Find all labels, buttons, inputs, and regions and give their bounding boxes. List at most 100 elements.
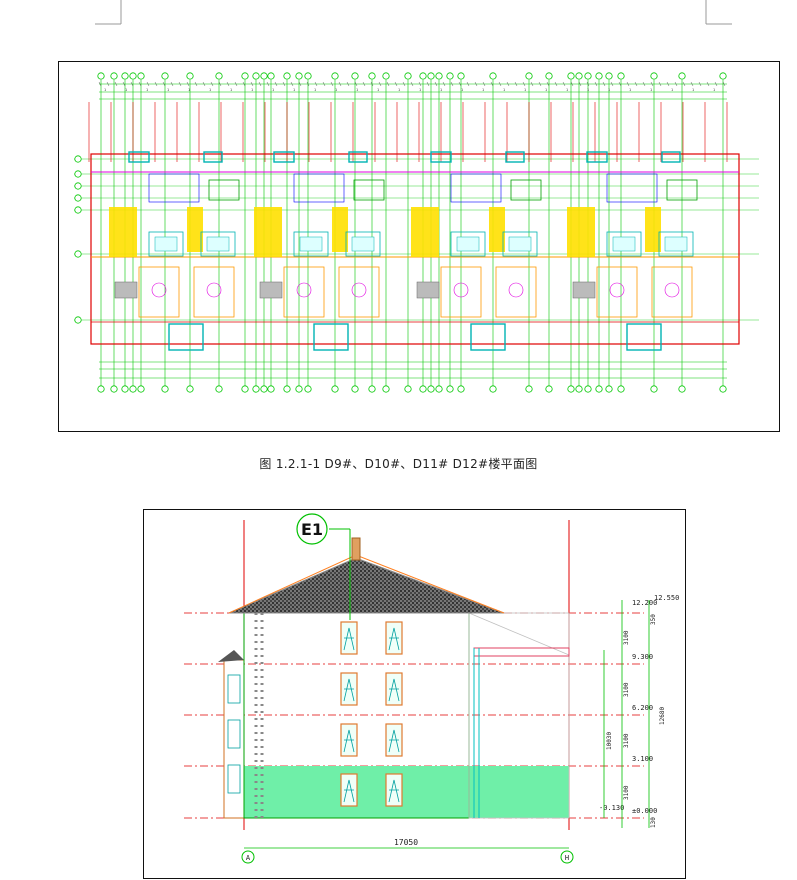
balcony — [313, 323, 349, 351]
axis-bubble — [605, 385, 613, 393]
axis-bubble — [595, 72, 603, 80]
axis-bubble — [382, 385, 390, 393]
dim-label: 130 — [650, 817, 657, 828]
axis-bubble — [215, 385, 223, 393]
axis-bubble — [545, 72, 553, 80]
axis-bubble — [161, 385, 169, 393]
dining-table — [606, 231, 642, 257]
dimension-label: 1 — [713, 88, 715, 92]
axis-bubble — [489, 72, 497, 80]
dimension-label: 1 — [608, 88, 610, 92]
dimension-label: 1 — [272, 88, 274, 92]
axis-bubble — [419, 385, 427, 393]
axis-bubble — [241, 72, 249, 80]
axis-bubble — [331, 72, 339, 80]
dimension-label: 1 — [650, 88, 652, 92]
axis-bubble — [267, 72, 275, 80]
dimension-label: 1 — [671, 88, 673, 92]
axis-bubble — [295, 385, 303, 393]
axis-bubble — [404, 72, 412, 80]
dimension-label: 1 — [629, 88, 631, 92]
dining-table — [658, 231, 694, 257]
window-group — [340, 621, 403, 807]
axis-bubble — [241, 385, 249, 393]
elevation-svg: E1 12.200 12.550 9.300 6.200 3.100 ±0.00… — [184, 513, 679, 864]
axis-bubble — [719, 72, 727, 80]
axis-bubble — [595, 385, 603, 393]
axis-bubble — [525, 385, 533, 393]
axis-bubble — [435, 385, 443, 393]
axis-bubble — [419, 72, 427, 80]
dimension-label: 1 — [146, 88, 148, 92]
dimension-label: 1 — [503, 88, 505, 92]
dimension-label: 1 — [482, 88, 484, 92]
balcony — [470, 323, 506, 351]
dimension-label: 1 — [293, 88, 295, 92]
chimney — [351, 537, 361, 561]
axis-bubble — [137, 72, 145, 80]
axis-bubble — [678, 72, 686, 80]
axis-bubble — [121, 72, 129, 80]
axis-bubble — [331, 385, 339, 393]
bed — [572, 281, 596, 299]
axis-bubble — [74, 194, 82, 202]
dimension-label: 1 — [356, 88, 358, 92]
axis-bubble — [121, 385, 129, 393]
axis-bubble — [129, 385, 137, 393]
figure-caption: 图 1.2.1-1 D9#、D10#、D11# D12#楼平面图 — [259, 457, 538, 471]
axis-bubble — [617, 385, 625, 393]
axis-bubble — [260, 385, 268, 393]
level-label: 6.200 — [632, 704, 653, 712]
axis-bubble — [304, 72, 312, 80]
axis-bubble — [584, 385, 592, 393]
axis-bubble — [457, 72, 465, 80]
axis-bubble — [97, 385, 105, 393]
axis-bubble — [110, 385, 118, 393]
dimension-label: 1 — [251, 88, 253, 92]
axis-bubble — [215, 72, 223, 80]
dimension-label: 1 — [692, 88, 694, 92]
dimension-label: 1 — [335, 88, 337, 92]
building-outline — [90, 153, 740, 345]
axis-bubble — [605, 72, 613, 80]
stair-zone — [254, 207, 282, 257]
axis-bubble — [351, 385, 359, 393]
bed — [259, 281, 283, 299]
dimension-label: 1 — [314, 88, 316, 92]
dimension-label: 1 — [398, 88, 400, 92]
axis-bubble — [129, 72, 137, 80]
roof — [228, 557, 505, 614]
axis-bubble — [489, 385, 497, 393]
axis-bubble — [74, 182, 82, 190]
axis-bubble — [74, 170, 82, 178]
axis-bubble — [351, 72, 359, 80]
dim-label: 3100 — [623, 630, 630, 645]
axis-bubble — [295, 72, 303, 80]
axis-bubble — [368, 72, 376, 80]
dim-label: 3100 — [623, 733, 630, 748]
dimension-label: 1 — [104, 88, 106, 92]
level-label: 3.100 — [632, 755, 653, 763]
dining-table — [502, 231, 538, 257]
axis-bubble — [74, 316, 82, 324]
axis-bubble — [427, 385, 435, 393]
axis-bubble — [650, 385, 658, 393]
dimension-label: 1 — [230, 88, 232, 92]
axis-bubble — [435, 72, 443, 80]
axis-bubble — [368, 385, 376, 393]
axis-bubble — [186, 72, 194, 80]
axis-bubble — [283, 385, 291, 393]
axis-bubble — [567, 385, 575, 393]
axis-bubble — [575, 385, 583, 393]
left-annex — [223, 659, 245, 819]
axis-bubble — [382, 72, 390, 80]
axis-bubble-right — [560, 850, 574, 864]
dimension-label: 1 — [125, 88, 127, 92]
balcony — [626, 323, 662, 351]
axis-bubble — [446, 385, 454, 393]
axis-bubble — [525, 72, 533, 80]
dimension-label: 1 — [461, 88, 463, 92]
axis-label-right: H — [565, 854, 569, 862]
axis-bubble — [267, 385, 275, 393]
balcony — [168, 323, 204, 351]
